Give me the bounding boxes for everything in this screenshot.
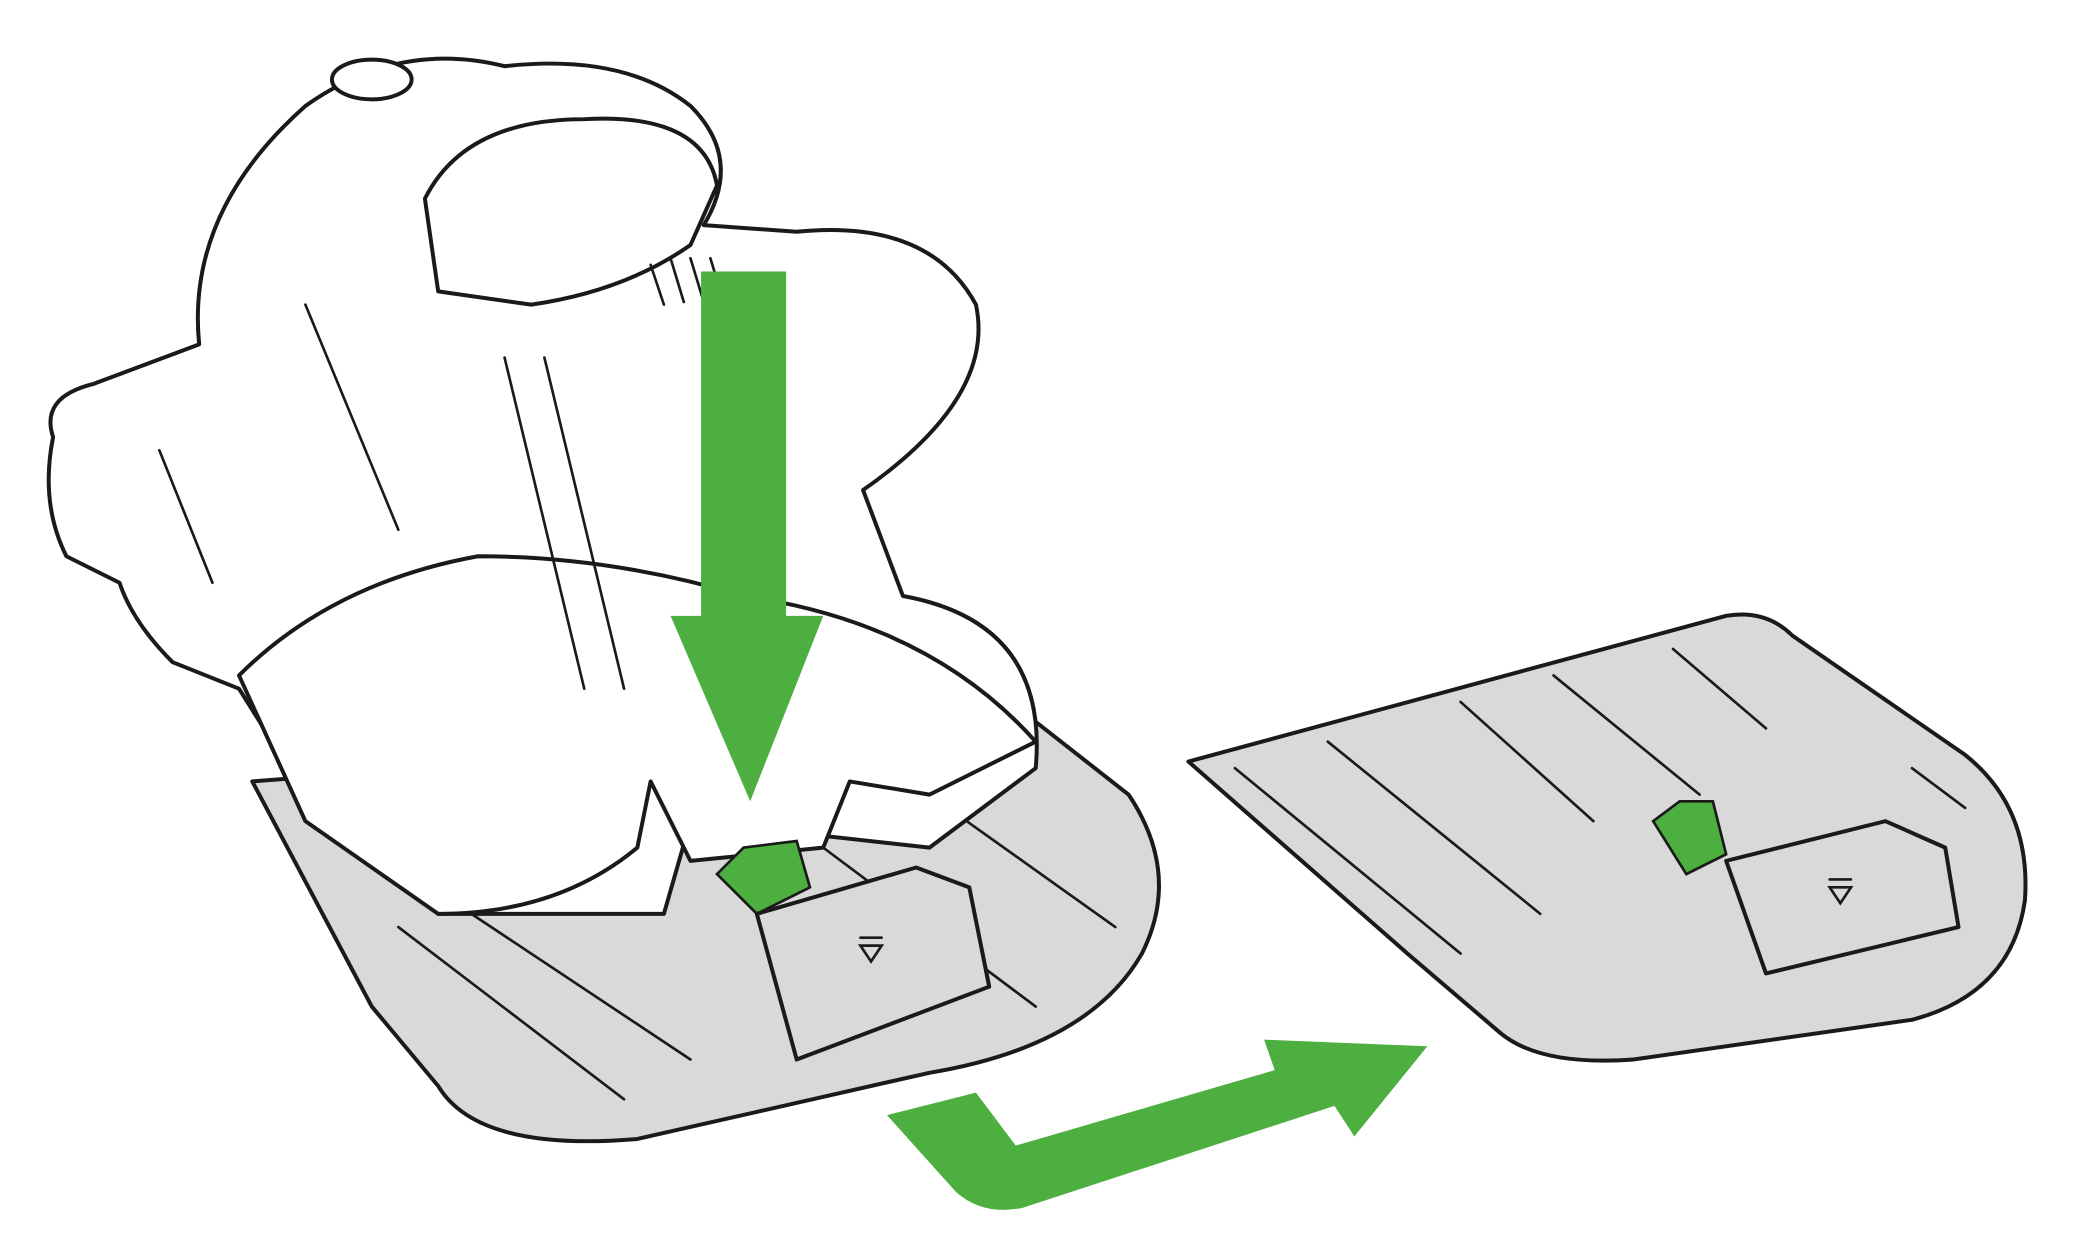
slide-out-arrow-icon: [886, 1039, 1428, 1210]
release-triangle-icon: [1827, 878, 1854, 906]
release-clip-attached: [715, 839, 812, 916]
detached-base-plate: [1186, 612, 2028, 1063]
release-button-attached[interactable]: [754, 865, 992, 1062]
release-clip-detached: [1651, 799, 1728, 876]
release-triangle-icon: [857, 936, 885, 964]
release-button-detached[interactable]: [1724, 819, 1961, 976]
device-body: [46, 56, 1039, 916]
down-arrow-icon: [670, 271, 824, 802]
